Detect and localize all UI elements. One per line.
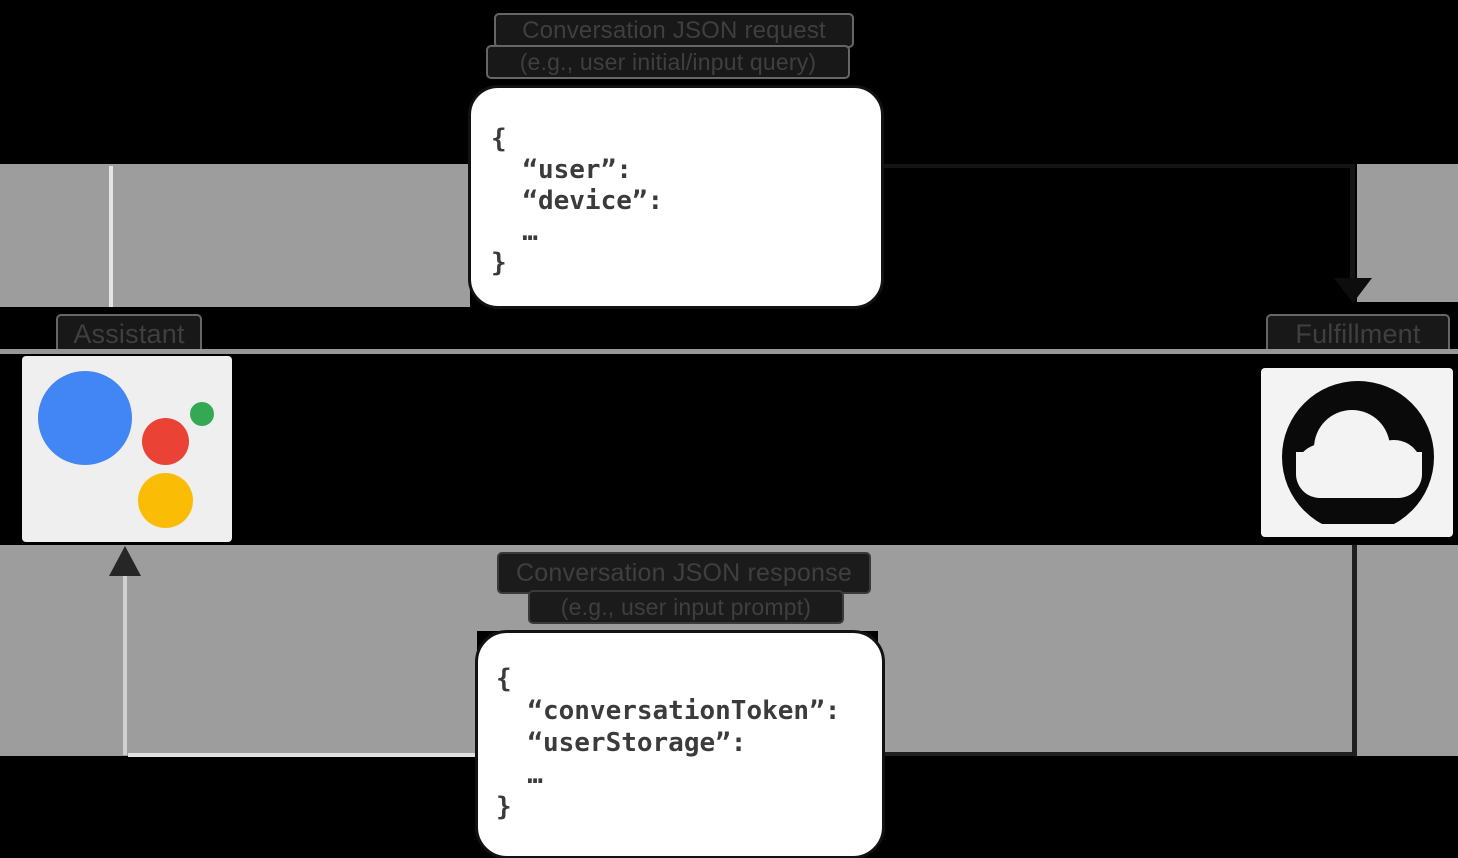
- request-json-box: { “user”: “device”: … }: [468, 85, 884, 309]
- gray-band-top-left: [0, 164, 470, 307]
- google-assistant-logo: [22, 356, 232, 542]
- response-json-code: { “conversationToken”: “userStorage”: … …: [496, 664, 841, 822]
- gray-band-top-right: [1357, 164, 1458, 302]
- arrow-up-icon: [109, 546, 141, 576]
- assistant-blue-circle: [38, 371, 132, 465]
- gray-band-bottom-left: [0, 545, 477, 756]
- assistant-yellow-circle: [138, 473, 193, 528]
- request-arrow-tail-line: [109, 166, 113, 307]
- cloud-base: [1296, 452, 1422, 498]
- request-json-code: { “user”: “device”: … }: [491, 124, 664, 278]
- response-title: Conversation JSON response: [497, 552, 871, 594]
- assistant-green-circle: [190, 402, 214, 426]
- assistant-red-circle: [142, 418, 189, 465]
- cloud-icon: [1261, 368, 1453, 537]
- request-title: Conversation JSON request: [494, 13, 854, 48]
- request-arrow-vline: [1350, 164, 1355, 278]
- response-arrow-hline-right: [878, 752, 1357, 756]
- response-arrow-hline-left: [128, 753, 475, 757]
- response-subtitle: (e.g., user input prompt): [528, 590, 844, 624]
- response-arrow-vline: [1352, 545, 1357, 752]
- arrow-down-icon: [1334, 278, 1372, 303]
- response-arrow-tail-line: [123, 576, 127, 755]
- divider-line: [0, 349, 1458, 354]
- request-subtitle: (e.g., user initial/input query): [486, 45, 850, 79]
- request-arrow-hline: [878, 164, 1354, 168]
- response-json-box: { “conversationToken”: “userStorage”: … …: [475, 630, 885, 858]
- assistant-label: Assistant: [56, 314, 202, 354]
- cloud-disc-clip: [1261, 368, 1453, 524]
- gray-band-bottom-right: [878, 545, 1458, 756]
- fulfillment-label: Fulfillment: [1266, 314, 1450, 354]
